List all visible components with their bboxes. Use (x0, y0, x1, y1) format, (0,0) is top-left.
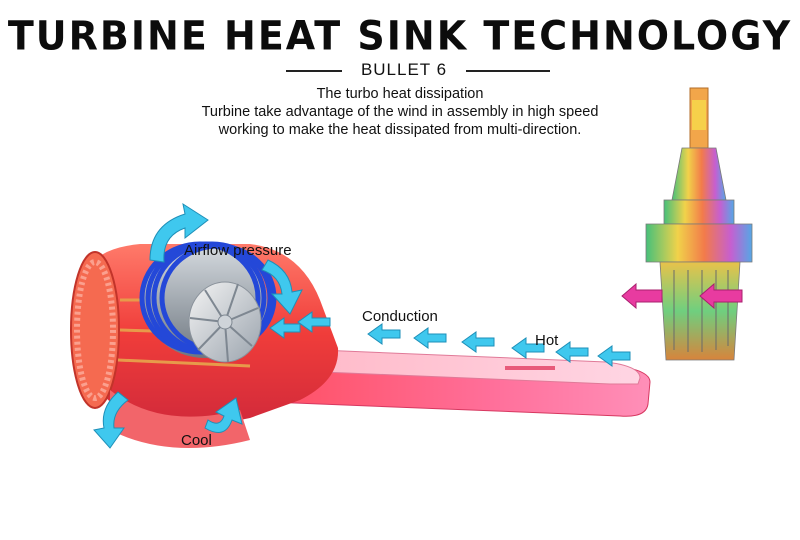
description-line-1: The turbo heat dissipation (0, 86, 800, 102)
label-cool: Cool (181, 432, 212, 449)
description-line-3: working to make the heat dissipated from… (0, 122, 800, 138)
page-title: TURBINE HEAT SINK TECHNOLOGY (0, 13, 800, 59)
divider-left (286, 70, 342, 72)
label-hot: Hot (535, 332, 558, 349)
fan-icon (189, 282, 261, 362)
subtitle-row: BULLET 6 (0, 60, 800, 82)
divider-right (466, 70, 550, 72)
label-conduction: Conduction (362, 308, 438, 325)
subtitle: BULLET 6 (342, 60, 466, 80)
label-airflow: Airflow pressure (184, 242, 292, 259)
description-line-2: Turbine take advantage of the wind in as… (0, 104, 800, 120)
